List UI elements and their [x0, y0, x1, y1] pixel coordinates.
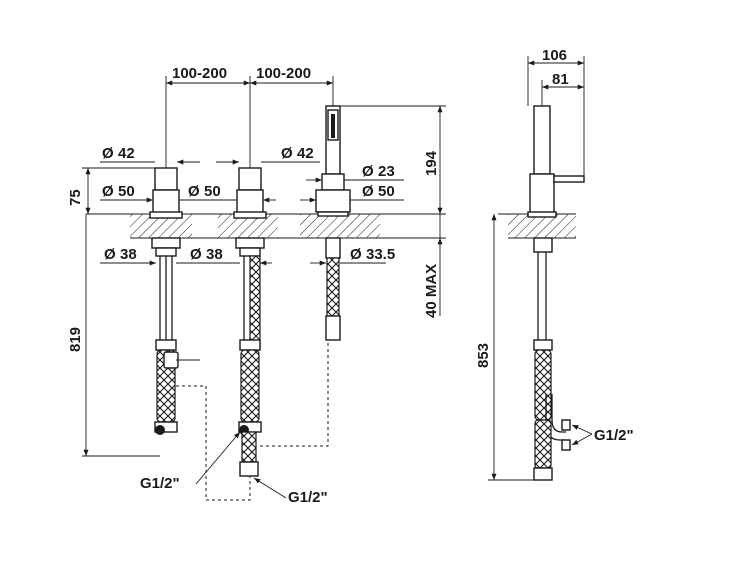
dim-40-max: 40 MAX: [423, 264, 440, 318]
dim-length-853: 853: [475, 214, 534, 481]
dim-diameters-top: Ø 42 Ø 42 Ø 50 Ø 50 Ø 38 Ø 38 Ø 23 Ø 50 …: [100, 145, 404, 266]
diameter-symbol: Ø: [281, 145, 293, 162]
dim-dia-50-right: 50: [378, 183, 395, 200]
dim-106: 106: [542, 47, 567, 64]
side-view: [527, 105, 585, 481]
hand-shower: [315, 105, 351, 341]
diameter-symbol: Ø: [190, 246, 202, 263]
diameter-symbol: Ø: [362, 163, 374, 180]
diameter-symbol: Ø: [102, 183, 114, 200]
diameter-symbol: Ø: [362, 183, 374, 200]
dim-819: 819: [67, 327, 84, 352]
dim-height-right: 194 40 MAX: [340, 105, 446, 318]
diameter-symbol: Ø: [350, 246, 362, 263]
dim-853: 853: [475, 343, 492, 368]
valve-left: [149, 167, 200, 435]
dim-81: 81: [552, 71, 569, 88]
g-label-left: G1/2": [140, 475, 180, 492]
valve-mid: [233, 167, 267, 477]
dim-dia-38-left: 38: [120, 246, 137, 263]
connection-labels: G1/2" G1/2" G1/2": [140, 424, 634, 506]
dim-height-75: 75: [67, 167, 155, 214]
dim-length-819: 819: [67, 214, 160, 457]
dim-dia-50-mid: 50: [204, 183, 221, 200]
connection-lines: [176, 340, 329, 501]
diameter-symbol: Ø: [102, 145, 114, 162]
dim-75: 75: [67, 189, 84, 206]
dim-dia-23: 23: [378, 163, 395, 180]
diameter-symbol: Ø: [188, 183, 200, 200]
diameter-symbol: Ø: [104, 246, 116, 263]
dim-dia-42-mid: 42: [297, 145, 314, 162]
countertop-side: [508, 214, 576, 238]
dim-spacing-1: 100-200: [172, 65, 227, 82]
dim-dia-33-5: 33.5: [366, 246, 395, 263]
dim-dia-50-left: 50: [118, 183, 135, 200]
countertop-right: [300, 214, 380, 238]
dim-spacing-2: 100-200: [256, 65, 311, 82]
dim-dia-38-mid: 38: [206, 246, 223, 263]
dim-side-width: 106 81: [527, 47, 585, 176]
dim-194: 194: [423, 150, 440, 176]
dim-dia-42-left: 42: [118, 145, 135, 162]
g-label-bottom: G1/2": [288, 489, 328, 506]
g-label-side: G1/2": [594, 427, 634, 444]
dim-spacing: 100-200 100-200: [165, 65, 334, 168]
